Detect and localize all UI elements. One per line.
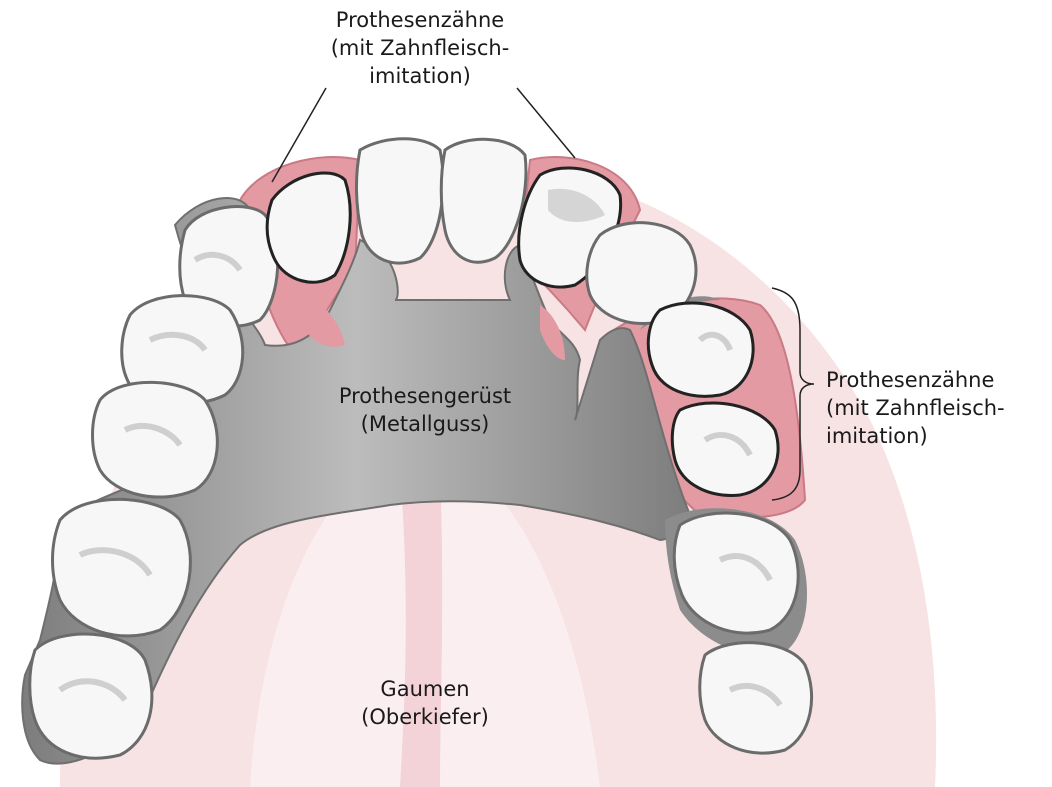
tooth-left-3 (93, 382, 218, 497)
label-line: (Oberkiefer) (310, 703, 540, 731)
label-line: Prothesenzähne (300, 6, 540, 34)
label-line: Prothesengerüst (290, 382, 560, 410)
label-line: (mit Zahnfleisch- (300, 34, 540, 62)
label-line: Gaumen (310, 675, 540, 703)
label-line: Prothesenzähne (826, 366, 1052, 394)
tooth-right-2 (648, 303, 753, 396)
label-line: imitation) (826, 422, 1052, 450)
label-framework: Prothesengerüst (Metallguss) (290, 382, 560, 438)
tooth-right-3 (672, 403, 778, 495)
label-prosthetic-teeth-right: Prothesenzähne (mit Zahnfleisch- imitati… (826, 366, 1052, 450)
callout-line-right (517, 88, 575, 158)
tooth-left-5 (30, 634, 152, 758)
tooth-left-4 (53, 499, 191, 636)
tooth-front-1 (267, 173, 350, 282)
label-prosthetic-teeth-top: Prothesenzähne (mit Zahnfleisch- imitati… (300, 6, 540, 90)
tooth-front-2 (356, 139, 443, 263)
label-line: imitation) (300, 62, 540, 90)
label-line: (Metallguss) (290, 410, 560, 438)
label-line: (mit Zahnfleisch- (826, 394, 1052, 422)
tooth-right-5 (700, 643, 812, 753)
label-palate: Gaumen (Oberkiefer) (310, 675, 540, 731)
